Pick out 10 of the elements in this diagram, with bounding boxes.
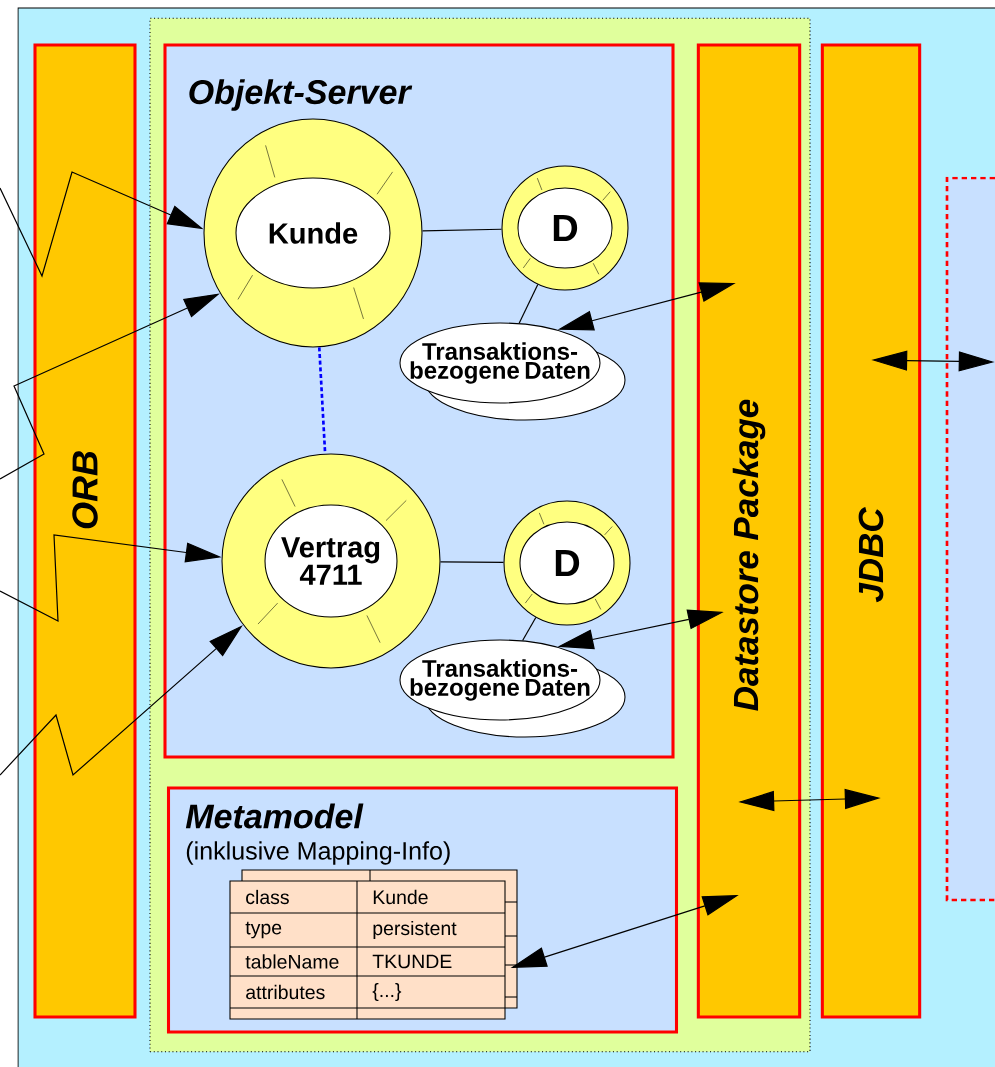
database-box [945, 176, 995, 902]
connector-line [439, 561, 505, 564]
mapping-table: class Kunde type persistent tableName TKUNDE attributes {...} [229, 869, 518, 1020]
connector-line [421, 228, 503, 232]
connector-line [518, 283, 539, 324]
connector-line [317, 347, 327, 454]
layer-bar: ORB [33, 43, 137, 1019]
layer-bar: JDBC [820, 43, 922, 1019]
connector-line [522, 616, 537, 642]
layer-bar: Datastore Package [696, 43, 802, 1019]
